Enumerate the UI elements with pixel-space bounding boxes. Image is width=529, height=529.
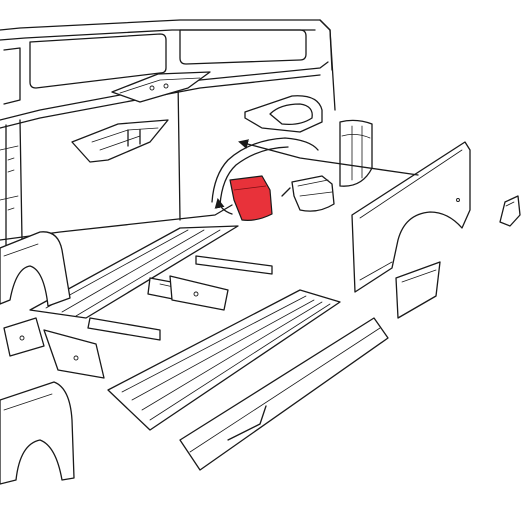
- rear-outer-wing-panel: [351, 141, 471, 293]
- floor-bracket-cluster: [3, 275, 229, 379]
- arch-mounting-bracket: [291, 175, 335, 212]
- upper-floor-bracket: [111, 71, 211, 103]
- rear-corner-panel: [499, 195, 521, 227]
- centre-floor-bracket: [71, 119, 169, 163]
- front-wheel-arch: [0, 231, 71, 307]
- arrow-to-red-panel: [214, 187, 291, 215]
- rear-lower-wing-panel: [395, 261, 441, 319]
- wheel-arch-bracket: [339, 119, 373, 187]
- wheel-arch-repair-panel: [229, 175, 273, 221]
- van-body-shell: [0, 19, 336, 251]
- seat-box-panel: [244, 95, 323, 133]
- sill-panel: [179, 317, 389, 471]
- floor-panel: [107, 289, 341, 431]
- arrow-to-inner-arch: [238, 139, 419, 176]
- lower-arch-panel: [0, 381, 75, 485]
